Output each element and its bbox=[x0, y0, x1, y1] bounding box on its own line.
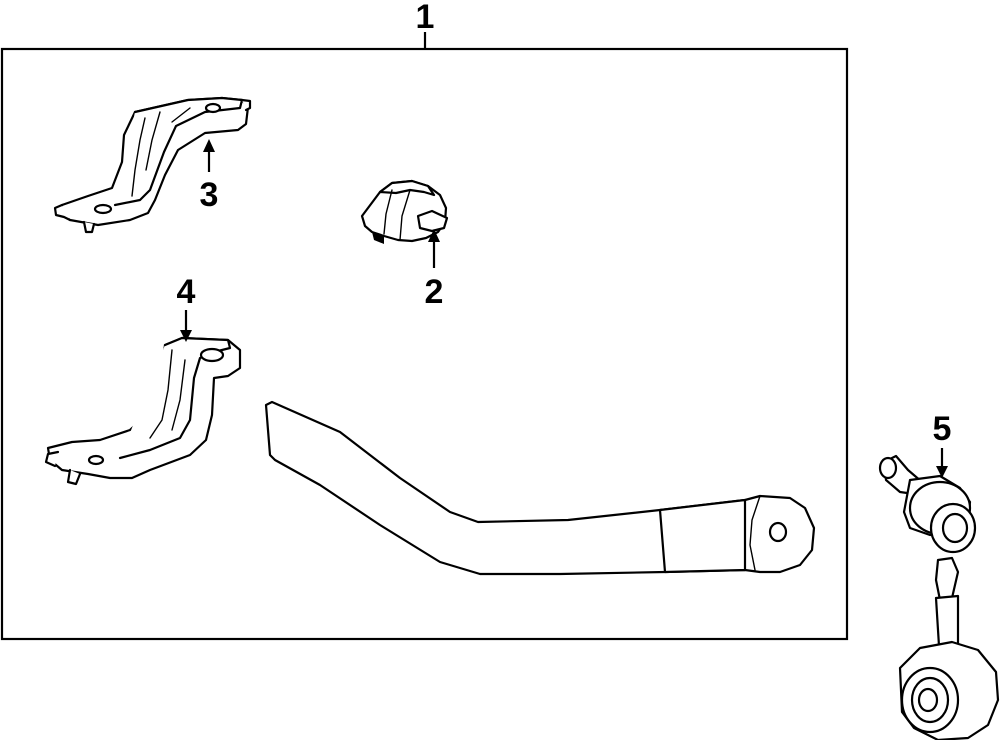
stabilizer-link bbox=[878, 454, 1000, 740]
callout-4: 4 bbox=[177, 273, 196, 311]
callout-5: 5 bbox=[933, 410, 952, 448]
callout-4-arrowhead bbox=[180, 330, 192, 342]
callout-1: 1 bbox=[416, 0, 435, 36]
callout-2: 2 bbox=[425, 273, 444, 311]
callout-3: 3 bbox=[200, 176, 219, 214]
callout-5-arrowhead bbox=[936, 466, 948, 478]
bracket-lower bbox=[44, 336, 242, 486]
bracket-upper bbox=[53, 96, 252, 234]
callout-2-arrowhead bbox=[428, 229, 440, 242]
callout-3-arrowhead bbox=[203, 139, 215, 152]
stabilizer-bar bbox=[264, 400, 816, 576]
